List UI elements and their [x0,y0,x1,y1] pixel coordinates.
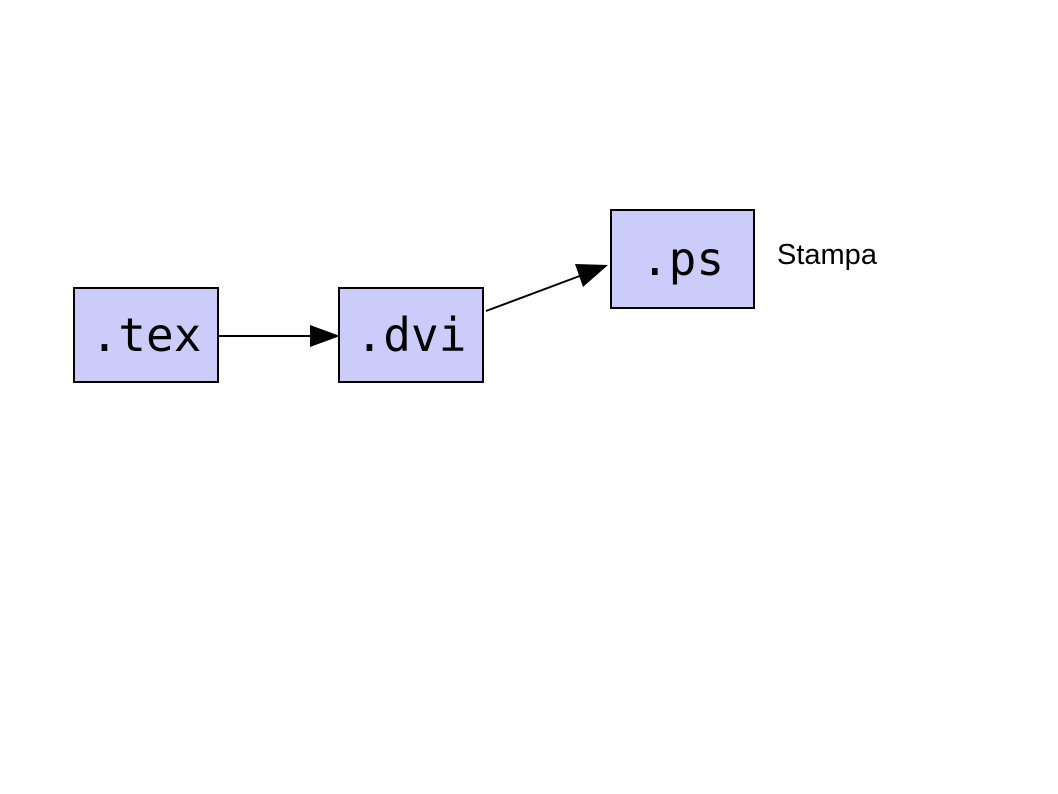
dvi-file-node-label: .dvi [355,308,467,362]
ps-file-node-label: .ps [640,232,725,286]
edge-dvi-to-ps-line [485,273,586,312]
edge-dvi-to-ps [485,264,608,312]
ps-file-node[interactable]: .ps [610,209,755,309]
tex-file-node-label: .tex [90,308,202,362]
dvi-file-node[interactable]: .dvi [338,287,484,383]
edge-tex-to-dvi-arrowhead [310,325,340,347]
edge-tex-to-dvi [219,325,340,347]
stampa-caption: Stampa [777,239,877,271]
tex-file-node[interactable]: .tex [73,287,219,383]
edge-dvi-to-ps-arrowhead [575,264,608,287]
